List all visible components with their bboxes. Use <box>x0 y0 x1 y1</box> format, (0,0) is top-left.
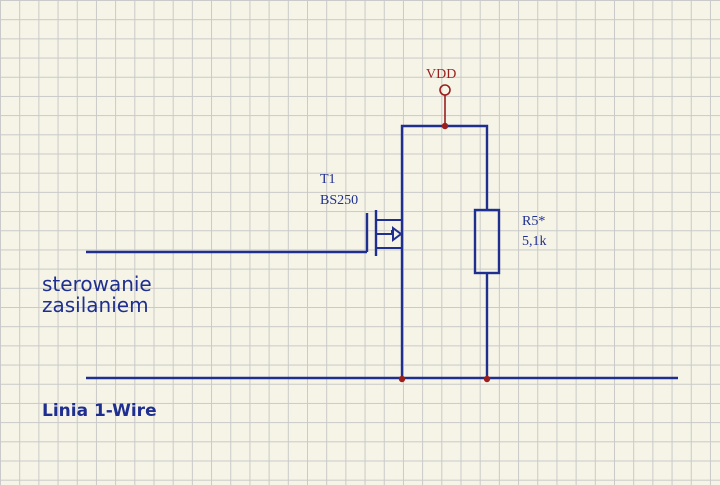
control-label-line1: sterowanie <box>42 272 152 296</box>
vdd-terminal <box>439 84 451 96</box>
resistor-r5-body <box>473 208 501 275</box>
vdd-label: VDD <box>426 67 456 82</box>
bus-label: Linia 1-Wire <box>42 401 157 421</box>
junction-dot-drain <box>398 375 406 383</box>
transistor-part: BS250 <box>320 193 358 208</box>
resistor-name: R5* <box>522 214 545 229</box>
mosfet-body-link <box>376 230 393 235</box>
mosfet-body-arrow <box>392 226 403 242</box>
junction-dot-top <box>441 122 449 130</box>
resistor-value: 5,1k <box>522 234 547 249</box>
junction-dot-resistor <box>483 375 491 383</box>
control-label-line2: zasilaniem <box>42 293 149 317</box>
transistor-name: T1 <box>320 172 336 187</box>
